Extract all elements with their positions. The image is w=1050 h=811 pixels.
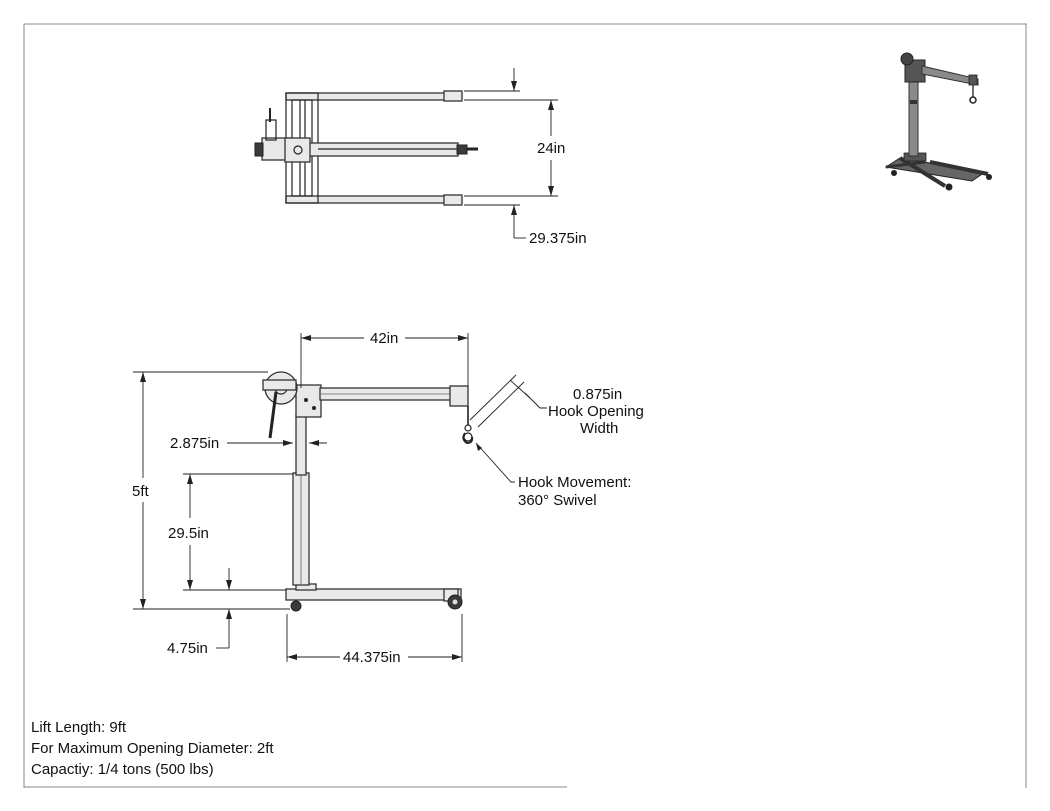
- top-overall-label: 29.375in: [529, 230, 587, 247]
- isometric-view: [884, 52, 992, 191]
- boom-reach-label: 42in: [370, 330, 398, 347]
- base-height-label: 4.75in: [167, 640, 208, 657]
- hook-opening-line1: Hook Opening: [548, 403, 644, 420]
- spec-lift-length: Lift Length: 9ft: [31, 719, 127, 736]
- base-length-label: 44.375in: [343, 649, 401, 666]
- hook-movement-line1: Hook Movement:: [518, 474, 631, 491]
- hook-opening-value: 0.875in: [573, 386, 622, 403]
- spec-max-opening: For Maximum Opening Diameter: 2ft: [31, 740, 274, 757]
- hook-opening-line2: Width: [580, 420, 618, 437]
- top-width-label: 24in: [537, 140, 565, 157]
- top-view: 24in 29.375in: [254, 68, 587, 247]
- sheet-border: [23, 23, 1027, 788]
- hook-movement-line2: 360° Swivel: [518, 492, 597, 509]
- mast-adjust-label: 29.5in: [168, 525, 209, 542]
- total-height-label: 5ft: [132, 483, 150, 500]
- side-view: 42in 0.875in Hook Opening Width Hook Mov…: [132, 330, 644, 666]
- spec-capacity: Capactiy: 1/4 tons (500 lbs): [31, 761, 214, 778]
- mast-offset-label: 2.875in: [170, 435, 219, 452]
